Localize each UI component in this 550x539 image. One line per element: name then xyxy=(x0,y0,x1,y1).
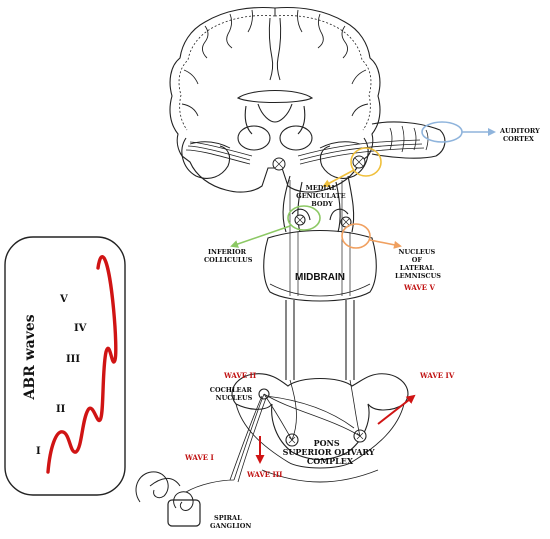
abr-waves-title: ABR waves xyxy=(22,314,38,400)
spiral-ganglion-box xyxy=(167,499,201,527)
inferior-colliculus-arrow xyxy=(230,225,291,248)
wave-i-label: WAVE I xyxy=(184,453,214,462)
abr-panel-border xyxy=(4,236,126,496)
spiral-ganglion-label: SPIRAL GANGLION xyxy=(210,514,251,530)
pons-label: PONS SUPERIOR OLIVARY COMPLEX xyxy=(283,438,378,466)
abr-peak-i: I xyxy=(36,446,41,457)
abr-peak-v: V xyxy=(59,294,68,305)
lateral-lemniscus-arrow xyxy=(369,239,402,249)
medial-geniculate-arrow xyxy=(322,169,355,187)
lateral-lemniscus-label: NUCLEUS OF LATERAL LEMNISCUS xyxy=(395,248,441,280)
cochlear-nucleus-label: COCHLEAR NUCLEUS xyxy=(210,386,254,402)
brainstem xyxy=(229,175,409,483)
lateral-lemniscus-highlight xyxy=(341,223,371,249)
midbrain-label: MIDBRAIN xyxy=(295,272,345,283)
inferior-colliculus-label: INFERIOR COLLICULUS xyxy=(204,248,253,264)
abr-peak-iii: III xyxy=(66,354,80,365)
medial-geniculate-highlight xyxy=(350,147,382,177)
wave-iv-label: WAVE IV xyxy=(419,371,455,380)
inferior-colliculus-highlight xyxy=(287,205,321,231)
wave-iii-label: WAVE III xyxy=(246,470,282,479)
wave-iv-arrow xyxy=(377,394,416,425)
auditory-cortex-label: AUDITORY CORTEX xyxy=(499,127,542,143)
abr-peak-iv: IV xyxy=(74,323,87,334)
wave-ii-label: WAVE II xyxy=(223,371,256,380)
medial-geniculate-nuclei xyxy=(272,155,366,171)
abr-waves-panel: ABR waves I II III IV V xyxy=(4,236,126,496)
medial-geniculate-label: MEDIAL GENICULATE BODY xyxy=(296,184,348,208)
abr-peak-ii: II xyxy=(56,404,66,415)
cochlea xyxy=(135,471,235,511)
abr-waveform xyxy=(46,255,118,474)
brain-coronal-section xyxy=(169,7,446,193)
wave-v-label: WAVE V xyxy=(403,283,436,292)
